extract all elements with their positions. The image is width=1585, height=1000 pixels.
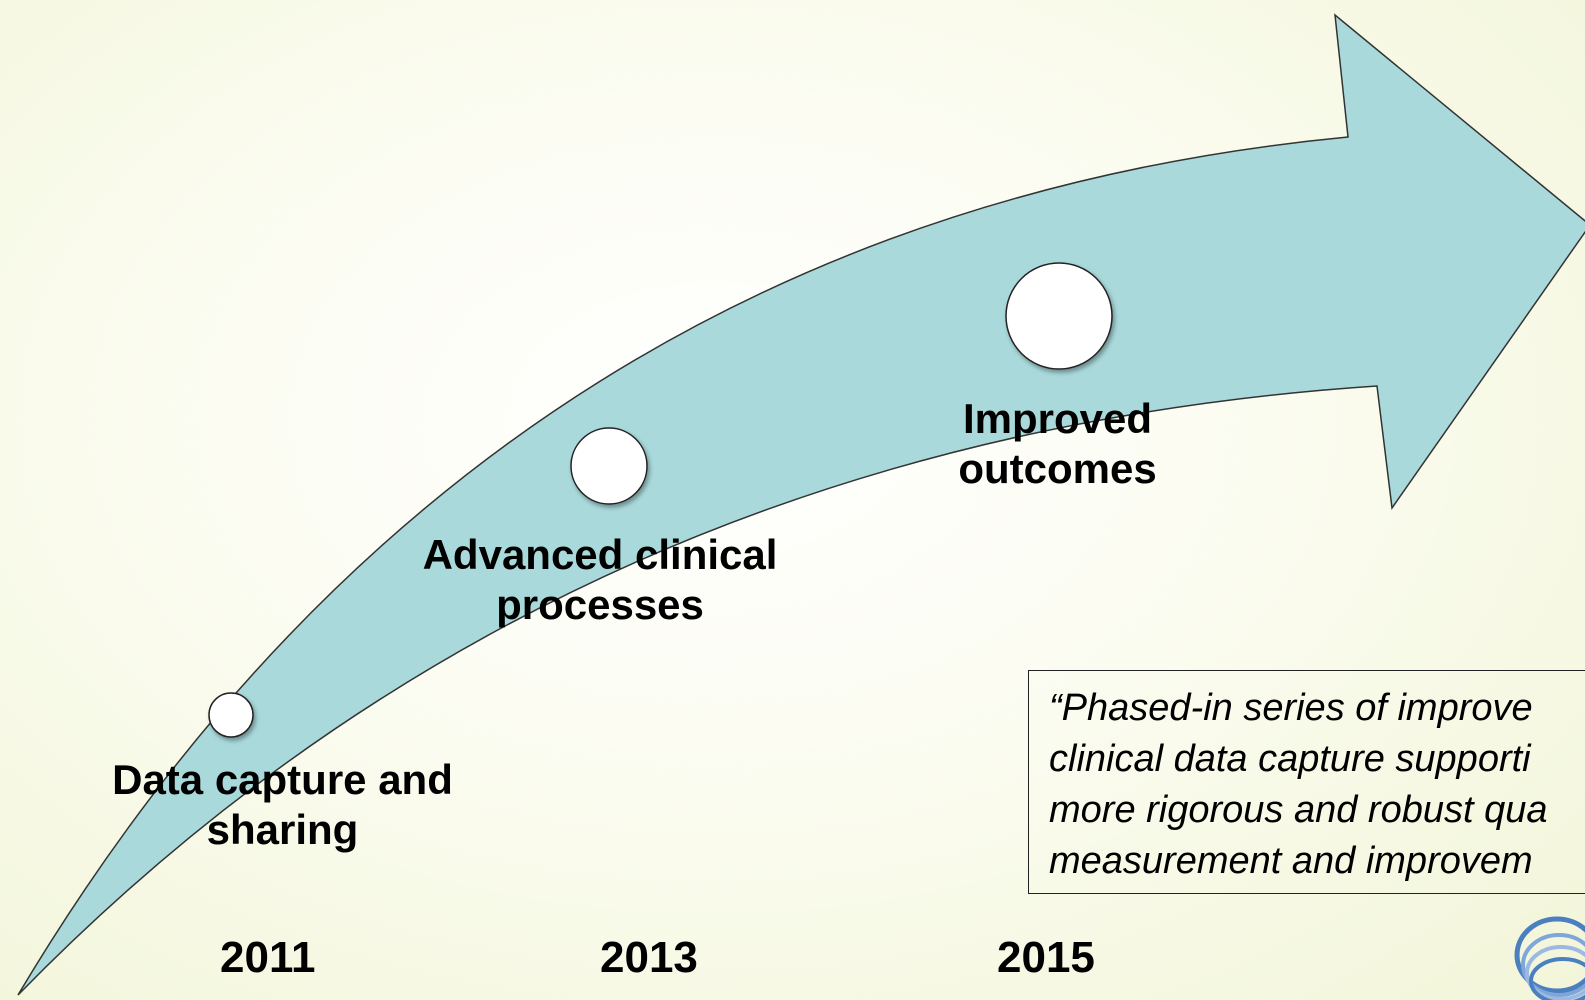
rings-logo-icon: [1505, 915, 1585, 1000]
year-label-2015: 2015: [997, 933, 1095, 982]
quote-text: “Phased-in series of improve clinical da…: [1049, 687, 1548, 882]
year-label-2011: 2011: [220, 933, 316, 982]
milestone-circle-medium: [570, 427, 648, 505]
milestone-circle-small: [208, 692, 254, 738]
milestone-label-improved-outcomes: Improved outcomes: [958, 395, 1157, 492]
milestone-label-data-capture: Data capture and sharing: [112, 756, 453, 853]
milestone-circle-large: [1005, 262, 1113, 370]
progress-arrow: [17, 13, 1585, 996]
milestone-label-advanced-clinical: Advanced clinical processes: [422, 531, 778, 628]
quote-box: “Phased-in series of improve clinical da…: [1028, 670, 1585, 894]
year-label-2013: 2013: [600, 933, 698, 982]
